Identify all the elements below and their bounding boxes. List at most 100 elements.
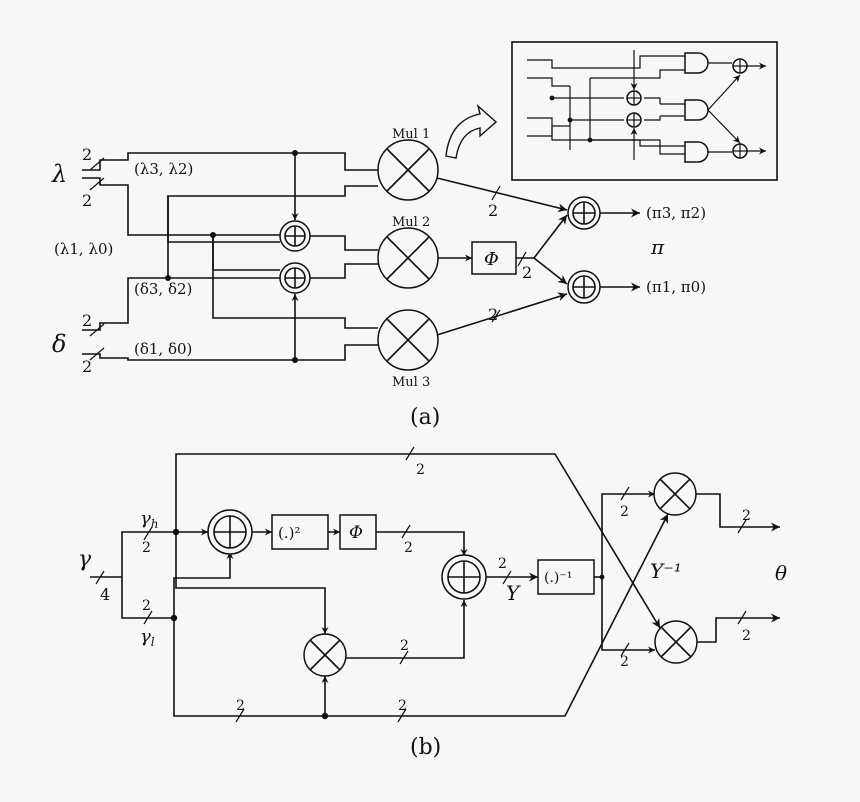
delta-hi-label: (δ3, δ2)	[134, 280, 192, 298]
delta-bus-width-bottom: 2	[82, 357, 92, 376]
lambda-lo-wire	[82, 177, 280, 236]
lambda-lo-label: (λ1, λ0)	[54, 240, 113, 258]
mul3-to-out2	[436, 292, 568, 336]
adder-b-1	[207, 509, 253, 555]
phi-to-out2	[533, 257, 568, 285]
inverse-label: (.)⁻¹	[544, 570, 572, 586]
output-xor-1	[567, 196, 601, 230]
top-mul-out	[696, 493, 780, 532]
multiplier-b-bottom	[654, 620, 698, 664]
caption-b: (b)	[410, 735, 441, 760]
mul-to-adder2	[346, 600, 468, 659]
mul3-bus-width: 2	[488, 305, 498, 324]
bottom-mul-out	[697, 613, 780, 643]
gamma-l-wire	[121, 577, 174, 619]
pi-symbol: π	[650, 235, 665, 259]
junction-dot	[292, 357, 298, 363]
upsilon-inv-label: Υ⁻¹	[650, 559, 682, 583]
pi-hi-label: (π3, π2)	[646, 204, 706, 222]
top-out-width: 2	[742, 508, 751, 524]
gamma-h-to-mul	[175, 532, 329, 634]
phi-to-out1	[533, 214, 568, 259]
bottom-bus-width-1: 2	[236, 698, 245, 714]
phi-bus-width: 2	[522, 263, 532, 282]
delta-symbol: δ	[52, 330, 66, 358]
gamma-h-label: γh	[140, 508, 159, 531]
bus-slash	[89, 157, 105, 171]
panel-a: λ δ 2 2 2 2 (λ3, λ2) (λ1, λ0) (δ3, δ2) (…	[51, 41, 778, 430]
multiplier-1	[377, 139, 439, 201]
bus-slash	[737, 610, 747, 625]
gamma-l-label: γl	[140, 626, 155, 649]
bus-slash	[143, 610, 153, 625]
lambda-hi-wire	[82, 152, 378, 171]
top-mul-in-width: 2	[620, 504, 629, 520]
lambda-symbol: λ	[51, 160, 67, 188]
junction-dot	[292, 150, 298, 156]
curved-arrow-icon	[445, 103, 498, 159]
output-xor-2	[567, 270, 601, 304]
phi-label-a: Φ	[484, 249, 499, 270]
gamma-width: 4	[100, 585, 110, 604]
bottom-bus-width-2: 2	[398, 698, 407, 714]
phi-label-b: Φ	[349, 523, 363, 543]
bus-slash	[89, 347, 105, 361]
bus-slash	[502, 570, 512, 585]
mul-b-bus-width: 2	[400, 638, 409, 654]
bus-slash	[401, 524, 411, 539]
multiplier-3	[377, 309, 439, 371]
junction-dot	[599, 574, 605, 580]
and-gate-icon	[684, 99, 709, 121]
top-bus-width: 2	[416, 462, 425, 478]
mul1-bus-width: 2	[488, 201, 498, 220]
bus-slash	[397, 708, 407, 723]
and-gate-icon	[684, 52, 709, 74]
delta-lo-wire	[82, 344, 378, 361]
delta-hi-wire	[82, 185, 378, 331]
inset-circuit	[511, 41, 778, 181]
adder2-bus-width: 2	[498, 556, 507, 572]
lambda-hi-label: (λ3, λ2)	[134, 160, 193, 178]
inverse-to-top-mul	[601, 490, 655, 577]
phi-box-a	[471, 241, 517, 275]
multiplier-b-top	[653, 472, 697, 516]
xor-icon	[626, 112, 642, 128]
bus-slash	[399, 650, 409, 665]
lambda-bus-width-top: 2	[82, 145, 92, 164]
bus-slash	[491, 185, 501, 201]
xor-adder-2	[279, 262, 311, 294]
adder-b-2	[441, 554, 487, 600]
gamma-symbol: γ	[78, 547, 92, 572]
upsilon-label: Υ	[506, 581, 521, 605]
gamma-h-wire	[121, 531, 176, 577]
phi-b-bus-width: 2	[404, 540, 413, 556]
bus-slash	[737, 519, 747, 534]
mul3-label: Mul 3	[392, 375, 430, 390]
mul1-to-out1	[436, 177, 568, 213]
mul2-label: Mul 2	[392, 215, 430, 230]
lambda-bus-width-bottom: 2	[82, 191, 92, 210]
theta-symbol: θ	[775, 561, 787, 585]
panel-b: γ 4 γh 2 2 γl 2 2 2	[78, 446, 787, 760]
caption-a: (a)	[410, 405, 440, 430]
bus-slash	[89, 323, 105, 337]
and-gate-icon	[684, 141, 709, 163]
bus-slash	[235, 708, 245, 723]
lambda-lo-branch	[212, 235, 280, 271]
gamma-l-bottom-wire	[173, 513, 669, 717]
bus-slash	[620, 486, 630, 501]
pi-lo-label: (π1, π0)	[646, 278, 706, 296]
inverse-to-bottom-mul	[601, 577, 655, 654]
square-box	[271, 514, 329, 550]
xor-icon	[626, 90, 642, 106]
bus-slash	[95, 570, 105, 585]
phi-to-adder2	[376, 531, 468, 556]
bus-slash	[405, 446, 415, 461]
gamma-h-width: 2	[142, 540, 151, 556]
junction-dot	[165, 275, 171, 281]
xor2-to-mul2	[310, 263, 378, 279]
square-label: (.)²	[278, 524, 301, 542]
xor-icon	[732, 143, 748, 159]
junction-dot	[210, 232, 216, 238]
